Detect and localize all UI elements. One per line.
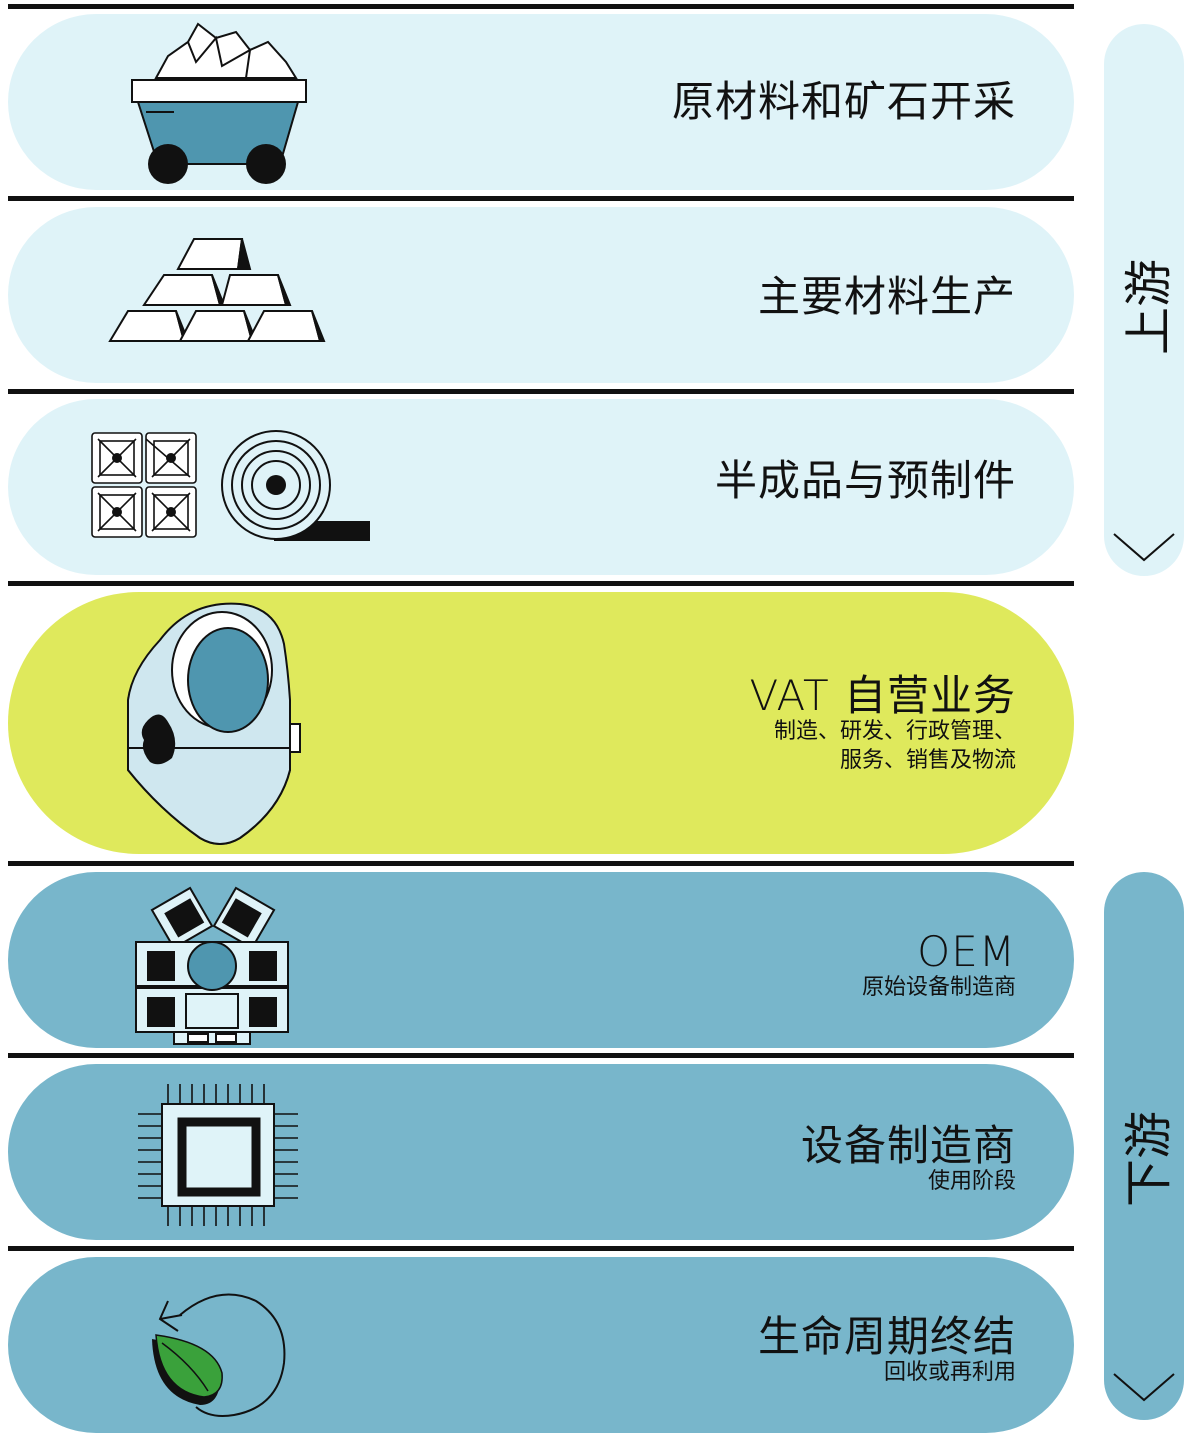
stage-subtitle-line-1: 制造、研发、行政管理、 xyxy=(773,719,1016,745)
upstream-label: 上游 xyxy=(1121,258,1177,356)
stage-equipment-maker: 设备制造商 使用阶段 xyxy=(8,1064,1074,1240)
stage-subtitle: 原始设备制造商 xyxy=(861,975,1016,1001)
valve-icon xyxy=(127,602,301,845)
stage-title: 半成品与预制件 xyxy=(714,456,1016,505)
divider-2 xyxy=(8,196,1074,201)
chevron-down-icon xyxy=(1113,1373,1175,1402)
divider-4 xyxy=(8,581,1074,586)
stage-title: 生命周期终结 回收或再利用 xyxy=(757,1312,1016,1388)
stage-subtitle: 回收或再利用 xyxy=(883,1360,1016,1386)
upstream-bracket: 上游 xyxy=(1104,24,1184,576)
metal-ingots-icon xyxy=(108,238,326,342)
stage-vat-operations: VAT 自营业务 制造、研发、行政管理、 服务、销售及物流 xyxy=(8,592,1074,854)
stage-oem: OEM 原始设备制造商 xyxy=(8,872,1074,1048)
stage-title: OEM 原始设备制造商 xyxy=(861,927,1016,1003)
recycle-leaf-icon xyxy=(152,1293,286,1417)
stage-primary-materials: 主要材料生产 xyxy=(8,207,1074,383)
divider-7 xyxy=(8,1246,1074,1251)
downstream-label: 下游 xyxy=(1121,1110,1177,1208)
stage-title: 设备制造商 使用阶段 xyxy=(800,1121,1016,1197)
stage-title-text: 生命周期终结 xyxy=(757,1312,1016,1361)
stage-title: 原材料和矿石开采 xyxy=(671,77,1016,126)
divider-3 xyxy=(8,389,1074,394)
stage-end-of-life: 生命周期终结 回收或再利用 xyxy=(8,1257,1074,1433)
chevron-down-icon xyxy=(1113,533,1175,562)
stage-raw-materials: 原材料和矿石开采 xyxy=(8,14,1074,190)
downstream-bracket: 下游 xyxy=(1104,872,1184,1420)
stage-subtitle-line-2: 服务、销售及物流 xyxy=(839,747,1016,773)
divider-1 xyxy=(8,4,1074,9)
stage-subtitle: 使用阶段 xyxy=(927,1169,1016,1195)
divider-6 xyxy=(8,1053,1074,1058)
stage-title-text: 半成品与预制件 xyxy=(714,456,1016,505)
machine-icon xyxy=(135,886,289,1045)
stage-title-text: 设备制造商 xyxy=(800,1121,1016,1170)
stage-title: VAT 自营业务 制造、研发、行政管理、 服务、销售及物流 xyxy=(749,671,1016,775)
chip-icon xyxy=(138,1084,298,1226)
divider-5 xyxy=(8,861,1074,866)
profiles-and-coil-icon xyxy=(91,430,370,541)
stage-title-text: 原材料和矿石开采 xyxy=(671,77,1016,126)
stage-title-text: 主要材料生产 xyxy=(757,272,1016,321)
stage-title-text: OEM xyxy=(917,927,1016,976)
mine-cart-icon xyxy=(131,22,307,184)
stage-semi-finished: 半成品与预制件 xyxy=(8,399,1074,575)
stage-title: 主要材料生产 xyxy=(757,272,1016,321)
stage-title-text: VAT 自营业务 xyxy=(749,671,1016,720)
